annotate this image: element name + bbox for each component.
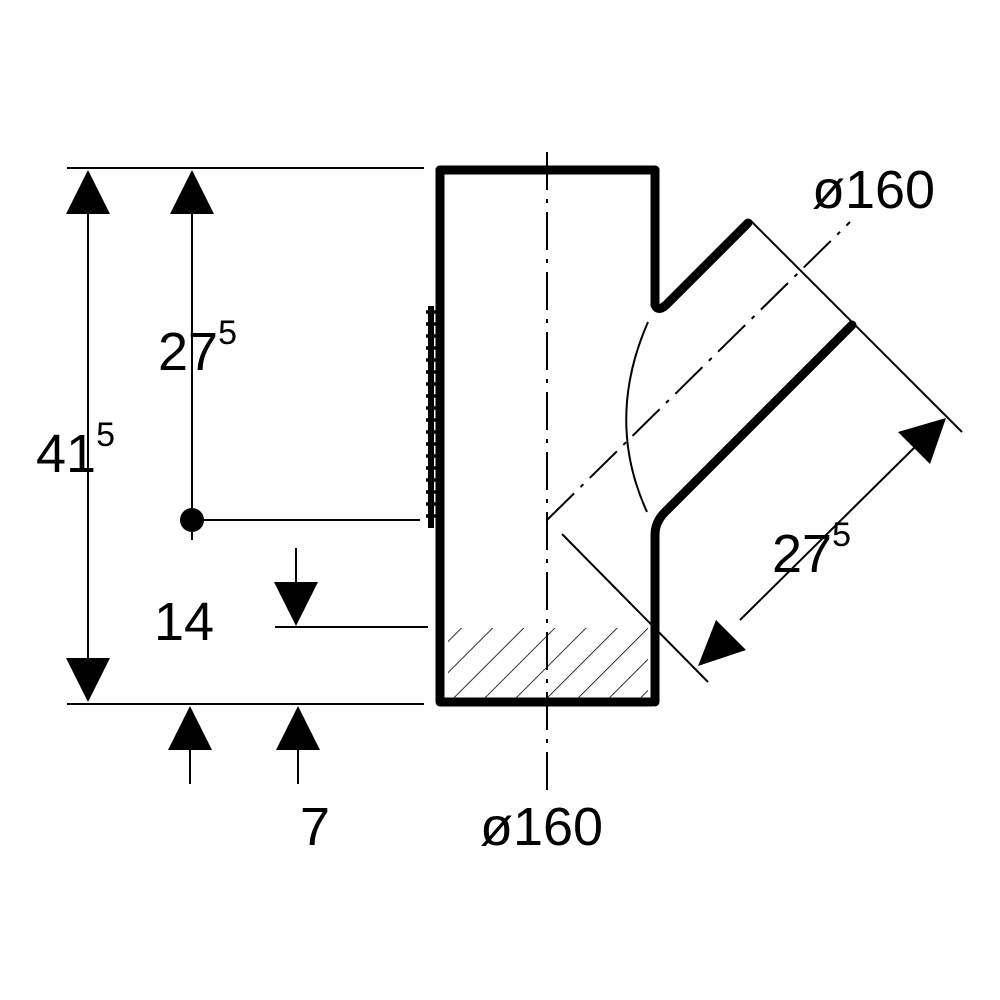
arrow-up: [170, 170, 214, 214]
branch-centerline: [546, 221, 851, 521]
bottom-offset-label: 7: [300, 797, 330, 857]
branch-length-label: 275: [772, 516, 851, 584]
arrow-up: [168, 706, 212, 750]
arrow-up: [276, 706, 320, 750]
branch-diameter-label: ø160: [812, 160, 935, 220]
grip-teeth: [426, 310, 438, 518]
branch-inner-curve: [625, 321, 649, 513]
arrow-down: [66, 658, 110, 702]
branch-upper-wall: [650, 165, 753, 313]
branch-length-dim-line: [739, 445, 917, 621]
branch-height-label: 275: [158, 314, 237, 382]
arrow-branch-upper: [898, 418, 946, 464]
overall-height-label: 415: [36, 416, 115, 484]
arrow-branch-lower: [698, 620, 746, 666]
insert-depth-label: 14: [154, 592, 214, 652]
arrowheads: [66, 170, 946, 750]
main-pipe-left-wall: [435, 165, 657, 707]
pipe-body: [435, 165, 857, 707]
center-lines: [546, 152, 851, 790]
main-diameter-label: ø160: [480, 797, 603, 857]
reference-point-dot: [180, 508, 204, 532]
branch-lower-wall: [650, 320, 857, 707]
arrow-down: [274, 582, 318, 626]
dimension-lines: [87, 210, 917, 784]
arrow-up: [66, 170, 110, 214]
extension-lines: [67, 167, 963, 705]
